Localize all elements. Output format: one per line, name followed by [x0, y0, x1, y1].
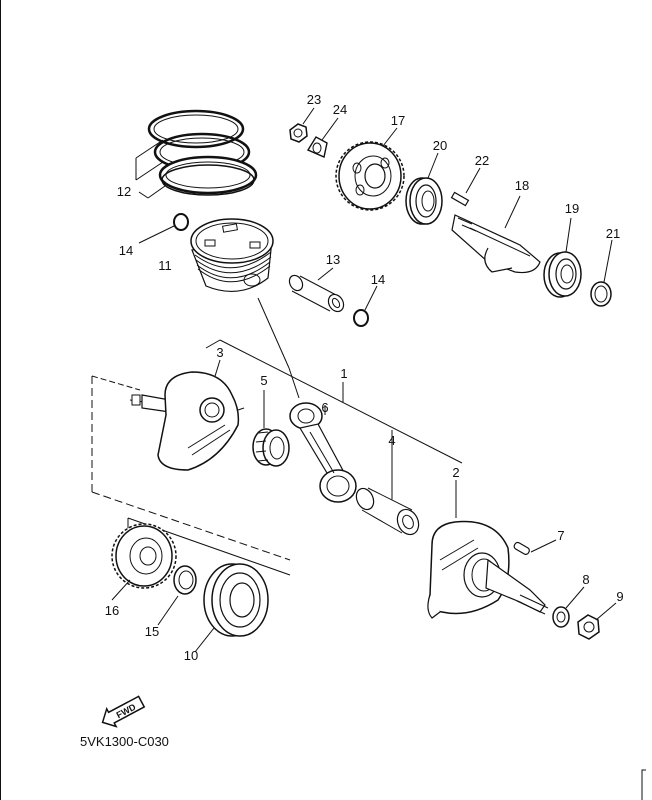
callout-7: 7	[557, 528, 564, 543]
balancer-gear	[335, 141, 405, 211]
callout-9: 9	[616, 589, 623, 604]
callout-14-left: 14	[119, 243, 133, 258]
callout-17: 17	[391, 113, 405, 128]
bearing-10	[203, 563, 269, 637]
needle-bearing	[252, 428, 290, 467]
fwd-arrow: FWD	[101, 695, 146, 728]
nut-9	[577, 614, 600, 640]
callout-24: 24	[333, 102, 347, 117]
piston-pin	[288, 274, 346, 313]
callout-1: 1	[340, 366, 347, 381]
circlip-left	[173, 213, 189, 231]
drive-gear	[111, 523, 177, 589]
connecting-rod	[289, 402, 357, 503]
crank-web-left	[129, 371, 245, 471]
bearing-20	[405, 177, 443, 225]
callout-6: 6	[321, 400, 328, 415]
callout-22: 22	[475, 153, 489, 168]
callout-14-right: 14	[371, 272, 385, 287]
circlip-right	[353, 309, 369, 327]
washer-8	[552, 606, 570, 628]
washer-21	[590, 281, 612, 307]
diagram-code: 5VK1300-C030	[80, 734, 169, 749]
callout-21: 21	[606, 226, 620, 241]
crank-web-right	[427, 520, 549, 619]
corner-mark	[641, 769, 646, 800]
callout-3: 3	[216, 345, 223, 360]
callout-23: 23	[307, 92, 321, 107]
callout-15: 15	[145, 624, 159, 639]
leader-lines-12	[135, 139, 166, 199]
crank-pin	[355, 487, 420, 536]
callout-19: 19	[565, 201, 579, 216]
balancer-shaft	[451, 214, 541, 274]
nut-23	[289, 123, 308, 143]
callout-11: 11	[158, 258, 172, 273]
callout-labels: 1 2 3 4 5 6 7 8 9 10 11 12 13 14 14 15 1…	[105, 92, 624, 663]
washer-24	[306, 136, 328, 158]
callout-8: 8	[582, 572, 589, 587]
callout-13: 13	[326, 252, 340, 267]
callout-5: 5	[260, 373, 267, 388]
callout-12: 12	[117, 184, 131, 199]
callout-2: 2	[452, 465, 459, 480]
key-7	[513, 541, 530, 555]
callout-20: 20	[433, 138, 447, 153]
bearing-19	[543, 251, 582, 298]
callout-16: 16	[105, 603, 119, 618]
callout-18: 18	[515, 178, 529, 193]
piston	[190, 218, 274, 292]
callout-10: 10	[184, 648, 198, 663]
key-22	[450, 191, 470, 207]
piston-rings	[147, 109, 258, 196]
callout-4: 4	[388, 433, 395, 448]
washer-15	[173, 565, 197, 595]
